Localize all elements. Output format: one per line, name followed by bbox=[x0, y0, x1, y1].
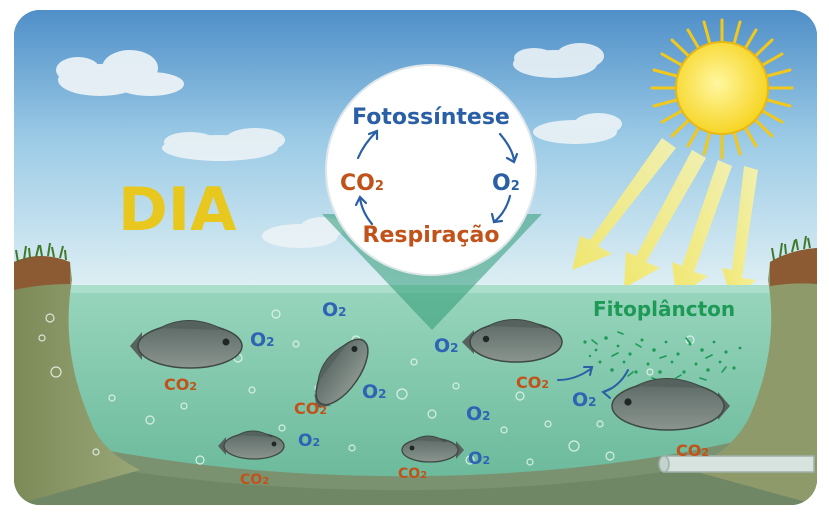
cloud-icon bbox=[533, 113, 622, 144]
o2-labels: O2 O2 O2 O2 O2 O2 O2 O2 bbox=[250, 299, 597, 469]
fish-icon bbox=[401, 435, 464, 463]
o2-label: O2 bbox=[468, 449, 490, 469]
cycle-bottom-label: Respiração bbox=[363, 223, 500, 248]
grass-right bbox=[771, 235, 811, 261]
o2-label: O2 bbox=[434, 335, 459, 357]
arrow-icon bbox=[354, 129, 519, 226]
co2-label: CO2 bbox=[164, 375, 197, 394]
phytoplankton-cluster bbox=[583, 336, 742, 374]
sun-icon bbox=[650, 18, 794, 160]
co2-label: CO2 bbox=[516, 373, 549, 392]
o2-label: O2 bbox=[250, 329, 275, 351]
fish-icon bbox=[462, 319, 563, 363]
fish-icon bbox=[218, 430, 285, 460]
grass-left bbox=[15, 242, 67, 263]
fish-icon bbox=[314, 338, 369, 409]
phytoplankton-label: Fitoplâncton bbox=[593, 297, 735, 321]
o2-label: O2 bbox=[362, 381, 387, 403]
cloud-icon bbox=[513, 43, 604, 78]
co2-label: CO2 bbox=[240, 472, 269, 488]
cycle-right-label: O2 bbox=[492, 171, 520, 196]
co2-label: CO2 bbox=[294, 399, 327, 418]
page-title: DIA bbox=[118, 175, 237, 245]
sun-rays bbox=[572, 138, 758, 302]
bubble-icon bbox=[38, 309, 695, 466]
o2-label: O2 bbox=[322, 299, 347, 321]
co2-labels: CO2 CO2 CO2 CO2 CO2 CO2 bbox=[164, 373, 709, 488]
cycle-top-label: Fotossíntese bbox=[352, 105, 510, 130]
cycle-diagram: Fotossíntese Respiração CO2 O2 bbox=[325, 64, 537, 276]
o2-label: O2 bbox=[572, 389, 597, 411]
arrow-icon bbox=[557, 366, 629, 399]
cycle-left-label: CO2 bbox=[340, 171, 384, 196]
fish-icon bbox=[130, 319, 243, 369]
cloud-icon bbox=[56, 50, 184, 96]
o2-label: O2 bbox=[466, 403, 491, 425]
right-bank bbox=[690, 248, 817, 505]
cloud-icon bbox=[162, 128, 285, 161]
o2-label: O2 bbox=[298, 431, 320, 451]
fish-icon bbox=[611, 377, 730, 431]
co2-label: CO2 bbox=[676, 441, 709, 460]
pipe-icon bbox=[658, 455, 815, 473]
co2-label: CO2 bbox=[398, 466, 427, 482]
